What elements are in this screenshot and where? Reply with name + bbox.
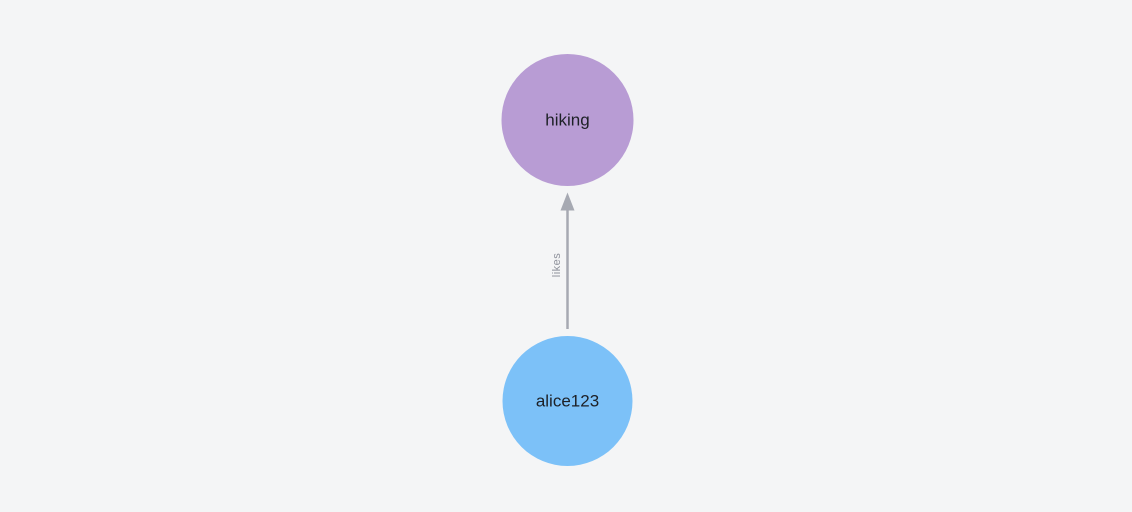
edge-alice123-likes-hiking[interactable]: likes bbox=[551, 192, 575, 330]
node-label-hiking: hiking bbox=[545, 111, 589, 130]
edge-label: likes bbox=[551, 253, 563, 278]
node-circle-hiking[interactable] bbox=[501, 54, 634, 186]
node-hiking[interactable]: hiking bbox=[501, 54, 634, 186]
node-alice123[interactable]: alice123 bbox=[502, 336, 633, 466]
node-circle-alice123[interactable] bbox=[502, 336, 633, 466]
node-label-alice123: alice123 bbox=[536, 392, 599, 411]
arrowhead-up-icon bbox=[560, 192, 575, 211]
